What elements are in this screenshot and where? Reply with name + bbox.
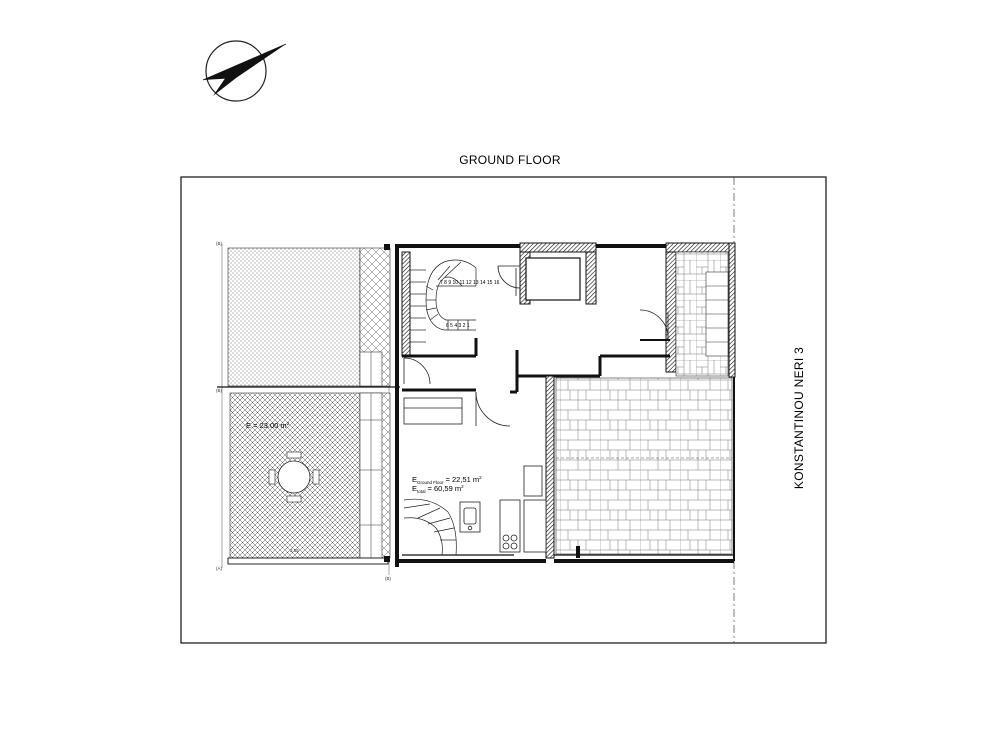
svg-text:Etotal= 60,59 m2: Etotal= 60,59 m2 <box>412 484 464 494</box>
total-area-label: Etotal= 60,59 m2 <box>412 484 464 494</box>
svg-text:E = 23.00 m2: E = 23.00 m2 <box>246 421 290 430</box>
grid-mark: (B) <box>216 241 223 246</box>
spiral-staircase-lower <box>403 498 457 556</box>
stair-numbers-bottom: 6 5 4 3 2 1 <box>446 323 470 329</box>
spiral-staircase-upper <box>410 259 477 343</box>
stone-courtyard <box>555 251 733 555</box>
upper-yard <box>227 247 391 387</box>
plan-title: GROUND FLOOR <box>459 153 561 167</box>
kitchen-furniture <box>403 397 547 553</box>
north-arrow-icon <box>202 40 287 102</box>
grid-mark: (B) <box>385 576 392 581</box>
yard-dimension: 3.65 <box>290 548 299 553</box>
house-walls <box>395 242 736 567</box>
grid-marks: (B) (B) (A) (B) <box>216 241 392 581</box>
garden-table <box>268 451 320 503</box>
column-markers <box>384 244 580 562</box>
plot-boundary <box>180 176 827 644</box>
street-label: KONSTANTINOU NERI 3 <box>792 347 806 489</box>
door-swings <box>403 265 669 427</box>
svg-text:EGround Floor= 22,51 m2: EGround Floor= 22,51 m2 <box>412 475 482 485</box>
grid-mark: (A) <box>216 566 223 571</box>
ground-floor-area-label: EGround Floor= 22,51 m2 <box>412 475 482 485</box>
grid-mark: (B) <box>216 388 223 393</box>
stair-numbers-top: 7 8 9 10 11 12 13 14 15 16 <box>440 280 500 286</box>
yard-area-label: E = 23.00 m2 <box>246 421 290 430</box>
